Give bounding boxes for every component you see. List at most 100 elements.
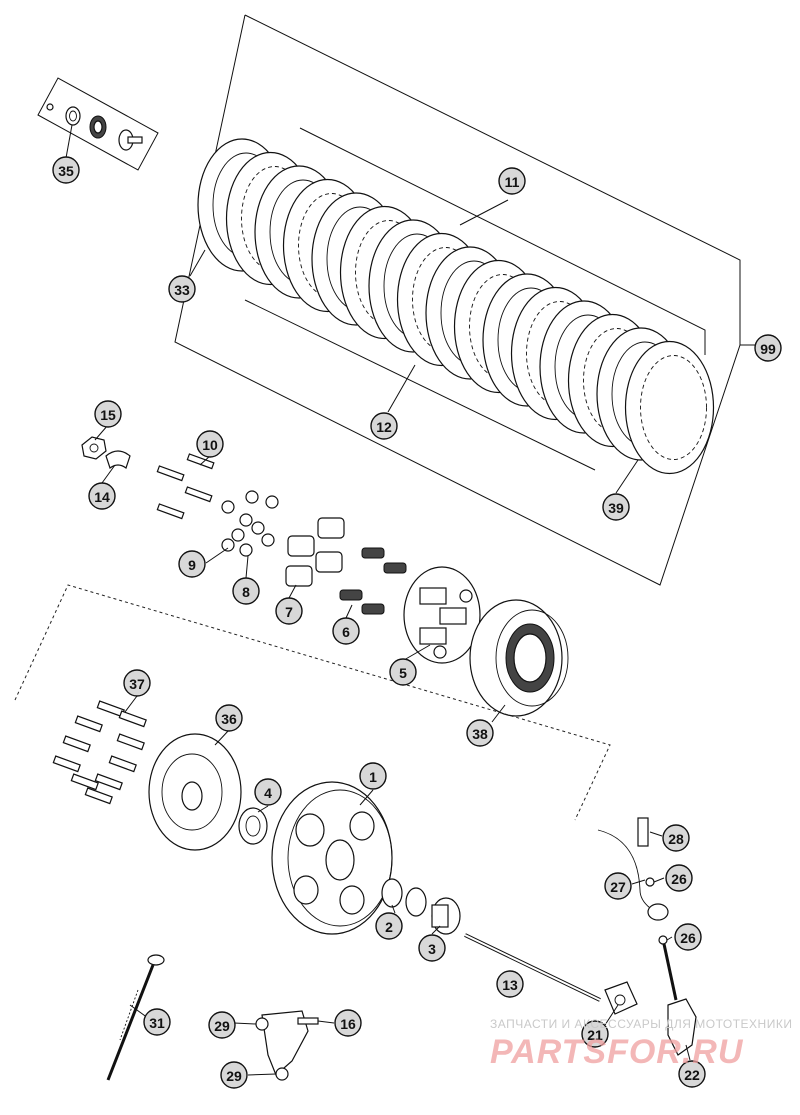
callout-bubble: [466, 719, 494, 747]
callout-35[interactable]: 35: [52, 156, 80, 184]
callout-22[interactable]: 22: [678, 1060, 706, 1088]
callout-number: 2: [385, 919, 393, 935]
callout-31[interactable]: 31: [143, 1008, 171, 1036]
callout-bubble: [196, 430, 224, 458]
clutch-springs: [285, 517, 407, 615]
kit-dashed-frame: [14, 584, 611, 821]
callout-1[interactable]: 1: [359, 762, 387, 790]
slave-cylinder: [604, 981, 697, 1056]
callout-bubble: [604, 872, 632, 900]
callout-bubble: [220, 1061, 248, 1089]
callout-bubble: [418, 934, 446, 962]
callout-number: 8: [242, 584, 250, 600]
bolts: [156, 453, 215, 520]
callout-bubble: [52, 156, 80, 184]
callout-number: 9: [188, 557, 196, 573]
callout-26b[interactable]: 26: [674, 923, 702, 951]
callout-29b[interactable]: 29: [220, 1061, 248, 1089]
clutch-plate-stack: [197, 138, 715, 475]
callout-28[interactable]: 28: [662, 824, 690, 852]
callout-bubble: [215, 704, 243, 732]
callout-27[interactable]: 27: [604, 872, 632, 900]
callout-number: 4: [264, 785, 272, 801]
callout-bubble: [602, 493, 630, 521]
callout-number: 29: [214, 1018, 230, 1034]
callout-13[interactable]: 13: [496, 970, 524, 998]
callout-37[interactable]: 37: [123, 669, 151, 697]
callout-bubble: [496, 970, 524, 998]
callout-bubble: [143, 1008, 171, 1036]
callout-3[interactable]: 3: [418, 934, 446, 962]
callout-15[interactable]: 15: [94, 400, 122, 428]
callout-number: 39: [608, 500, 624, 516]
washer-4: [238, 807, 268, 845]
bearings: [381, 878, 461, 935]
clutch-line: [597, 817, 678, 1001]
callout-bubble: [254, 778, 282, 806]
callout-number: 37: [129, 676, 145, 692]
clutch-plate: [624, 340, 715, 475]
callout-number: 11: [505, 174, 520, 190]
callout-number: 16: [340, 1016, 356, 1032]
callout-2[interactable]: 2: [375, 912, 403, 940]
callout-10[interactable]: 10: [196, 430, 224, 458]
pressure-plate: [403, 566, 481, 664]
callout-26a[interactable]: 26: [665, 864, 693, 892]
callout-number: 5: [399, 665, 407, 681]
callout-bubble: [754, 334, 782, 362]
callout-number: 10: [202, 437, 218, 453]
clutch-basket: [469, 599, 569, 717]
callout-bubble: [275, 597, 303, 625]
watermark-caption: ЗАПЧАСТИ И АКСЕССУАРЫ ДЛЯ МОТОТЕХНИКИ: [490, 1017, 793, 1031]
callout-7[interactable]: 7: [275, 597, 303, 625]
callout-number: 33: [174, 282, 190, 298]
callout-bubble: [123, 669, 151, 697]
callout-11[interactable]: 11: [498, 167, 526, 195]
callout-number: 27: [610, 879, 626, 895]
callout-bubble: [662, 824, 690, 852]
callout-number: 99: [760, 341, 776, 357]
watermark-logo: PARTSFOR.RU: [490, 1033, 744, 1071]
callout-38[interactable]: 38: [466, 719, 494, 747]
callout-number: 12: [376, 419, 392, 435]
callout-number: 35: [58, 163, 74, 179]
callout-99[interactable]: 99: [754, 334, 782, 362]
push-rod: [464, 933, 601, 1002]
callout-5[interactable]: 5: [389, 658, 417, 686]
callout-bubble: [370, 412, 398, 440]
callout-number: 15: [100, 407, 116, 423]
callout-36[interactable]: 36: [215, 704, 243, 732]
callout-8[interactable]: 8: [232, 577, 260, 605]
lever-assembly: [255, 1010, 319, 1081]
callout-39[interactable]: 39: [602, 493, 630, 521]
callout-number: 7: [285, 604, 293, 620]
fasteners-group: [81, 436, 279, 557]
callout-number: 22: [684, 1067, 700, 1083]
callout-bubble: [359, 762, 387, 790]
callout-number: 6: [342, 624, 350, 640]
callout-number: 3: [428, 941, 436, 957]
callout-12[interactable]: 12: [370, 412, 398, 440]
callout-number: 28: [668, 831, 684, 847]
callout-14[interactable]: 14: [88, 482, 116, 510]
callout-bubble: [168, 275, 196, 303]
callout-29a[interactable]: 29: [208, 1011, 236, 1039]
callout-number: 14: [94, 489, 110, 505]
callout-6[interactable]: 6: [332, 617, 360, 645]
callout-bubble: [88, 482, 116, 510]
callout-bubble: [674, 923, 702, 951]
callout-33[interactable]: 33: [168, 275, 196, 303]
callout-21[interactable]: 21: [581, 1020, 609, 1048]
pins-37: [52, 700, 147, 805]
callout-bubble: [94, 400, 122, 428]
callout-9[interactable]: 9: [178, 550, 206, 578]
callout-number: 31: [149, 1015, 165, 1031]
callout-bubble: [178, 550, 206, 578]
callout-bubble: [375, 912, 403, 940]
callout-number: 26: [671, 871, 687, 887]
callout-4[interactable]: 4: [254, 778, 282, 806]
callout-16[interactable]: 16: [334, 1009, 362, 1037]
callout-number: 21: [587, 1027, 603, 1043]
